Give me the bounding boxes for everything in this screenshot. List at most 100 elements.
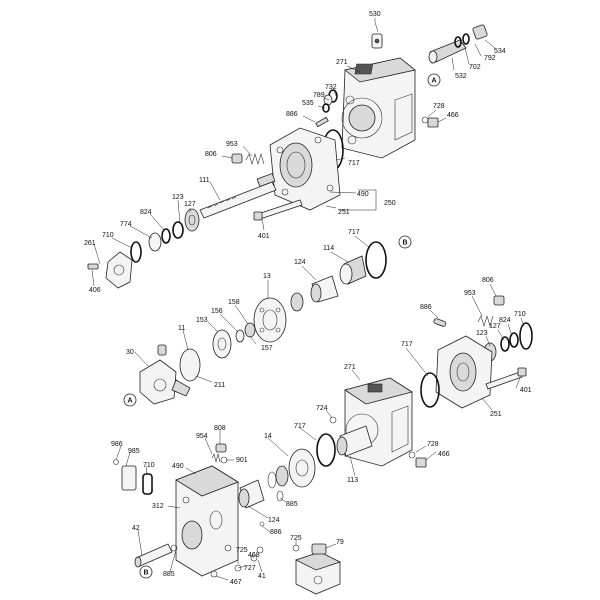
label-717-lower: 717 bbox=[401, 341, 413, 348]
label-153: 153 bbox=[196, 317, 208, 324]
pin-886-lower bbox=[433, 318, 447, 327]
shaft-111 bbox=[199, 172, 277, 219]
label-717-middle: 717 bbox=[348, 229, 360, 236]
label-124-middle: 124 bbox=[294, 259, 306, 266]
bearing-stack-upper bbox=[87, 208, 200, 289]
label-824-upper: 824 bbox=[140, 209, 152, 216]
label-11: 11 bbox=[178, 325, 185, 332]
label-985: 985 bbox=[128, 448, 140, 455]
label-710-left: 710 bbox=[143, 462, 155, 469]
label-717-upper: 717 bbox=[348, 160, 360, 167]
label-42: 42 bbox=[132, 525, 140, 532]
label-312: 312 bbox=[152, 503, 164, 510]
label-490-upper: 490 bbox=[357, 191, 369, 198]
label-466-lower: 466 bbox=[438, 451, 450, 458]
label-124-lower: 124 bbox=[268, 517, 280, 524]
label-113: 113 bbox=[347, 477, 358, 484]
label-885-upper: 885 bbox=[286, 501, 298, 508]
o-ring-717-lower bbox=[420, 372, 440, 408]
bearing-124-middle bbox=[310, 275, 339, 303]
label-806-upper: 806 bbox=[205, 151, 217, 158]
label-789: 789 bbox=[313, 92, 325, 99]
label-156: 156 bbox=[211, 308, 223, 315]
bolt-401-lower bbox=[485, 367, 527, 390]
label-702: 702 bbox=[469, 64, 481, 71]
label-532: 532 bbox=[455, 73, 467, 80]
label-14: 14 bbox=[264, 433, 272, 440]
spline-114 bbox=[339, 255, 367, 285]
label-535: 535 bbox=[302, 100, 314, 107]
callout-b-text: B bbox=[143, 570, 148, 577]
label-490-lower: 490 bbox=[172, 463, 184, 470]
label-886-upper: 886 bbox=[286, 111, 298, 118]
label-211: 211 bbox=[214, 382, 225, 389]
label-710-upper: 710 bbox=[102, 232, 114, 239]
callout-b-middle: B bbox=[398, 235, 412, 249]
label-886-lower: 886 bbox=[420, 304, 432, 311]
label-728-upper: 728 bbox=[433, 103, 445, 110]
label-725-left: 725 bbox=[236, 547, 248, 554]
label-79: 79 bbox=[336, 539, 344, 546]
label-406: 406 bbox=[89, 287, 101, 294]
label-271-lower: 271 bbox=[344, 364, 356, 371]
label-250: 250 bbox=[384, 200, 396, 207]
tilt-assembly-30 bbox=[139, 344, 191, 405]
cylinder-block-14 bbox=[267, 448, 316, 489]
label-792: 792 bbox=[484, 55, 496, 62]
label-401-lower: 401 bbox=[520, 387, 532, 394]
cover-251-lower bbox=[435, 335, 493, 409]
callout-b-lower: B bbox=[139, 565, 153, 579]
label-127-lower: 127 bbox=[489, 323, 501, 330]
label-127-upper: 127 bbox=[184, 201, 196, 208]
label-901: 901 bbox=[236, 457, 248, 464]
spring-953-lower bbox=[477, 295, 505, 328]
label-467: 467 bbox=[230, 579, 242, 586]
seal-parts-732-789-535 bbox=[315, 89, 338, 128]
cylinder-block-13 bbox=[253, 292, 304, 343]
label-886-bottom: 886 bbox=[270, 529, 282, 536]
label-466-upper: 466 bbox=[447, 112, 459, 119]
label-954: 954 bbox=[196, 433, 208, 440]
label-725-right: 725 bbox=[290, 535, 302, 542]
label-710-lower: 710 bbox=[514, 311, 526, 318]
o-ring-717-middle bbox=[365, 241, 387, 279]
spring-953-upper bbox=[231, 152, 265, 166]
label-261: 261 bbox=[84, 240, 96, 247]
label-808: 808 bbox=[214, 425, 226, 432]
callout-a-text: A bbox=[127, 398, 132, 405]
label-530: 530 bbox=[369, 11, 381, 18]
label-534: 534 bbox=[494, 48, 506, 55]
callout-b-text: B bbox=[402, 240, 407, 247]
label-806-lower: 806 bbox=[482, 277, 494, 284]
plunger-42 bbox=[134, 543, 173, 568]
label-41: 41 bbox=[258, 573, 266, 580]
pin-724 bbox=[329, 416, 337, 424]
label-13: 13 bbox=[263, 273, 271, 280]
label-724: 724 bbox=[316, 405, 328, 412]
plate-153 bbox=[212, 329, 232, 359]
label-123-lower: 123 bbox=[476, 330, 488, 337]
label-468: 468 bbox=[248, 552, 260, 559]
o-ring-717-bottom bbox=[316, 433, 336, 467]
label-123-upper: 123 bbox=[172, 194, 184, 201]
label-30: 30 bbox=[126, 349, 134, 356]
upper-housing-271 bbox=[341, 57, 416, 159]
label-251-lower: 251 bbox=[490, 411, 502, 418]
cover-parts-986-985-710 bbox=[113, 459, 153, 495]
label-401-upper: 401 bbox=[258, 233, 270, 240]
label-728-lower: 728 bbox=[427, 441, 439, 448]
cover-251-upper bbox=[269, 127, 341, 211]
bearing-124-lower bbox=[238, 479, 284, 509]
callout-a-upper: A bbox=[427, 73, 441, 87]
label-885-lower: 885 bbox=[163, 571, 175, 578]
label-953-lower: 953 bbox=[464, 290, 476, 297]
label-824-lower: 824 bbox=[499, 317, 511, 324]
pistons-157-158-156 bbox=[235, 322, 256, 343]
label-732: 732 bbox=[325, 84, 337, 91]
label-157: 157 bbox=[261, 345, 273, 352]
bolt-401-upper bbox=[253, 199, 303, 221]
label-986: 986 bbox=[111, 441, 123, 448]
plunger-532 bbox=[428, 24, 488, 64]
